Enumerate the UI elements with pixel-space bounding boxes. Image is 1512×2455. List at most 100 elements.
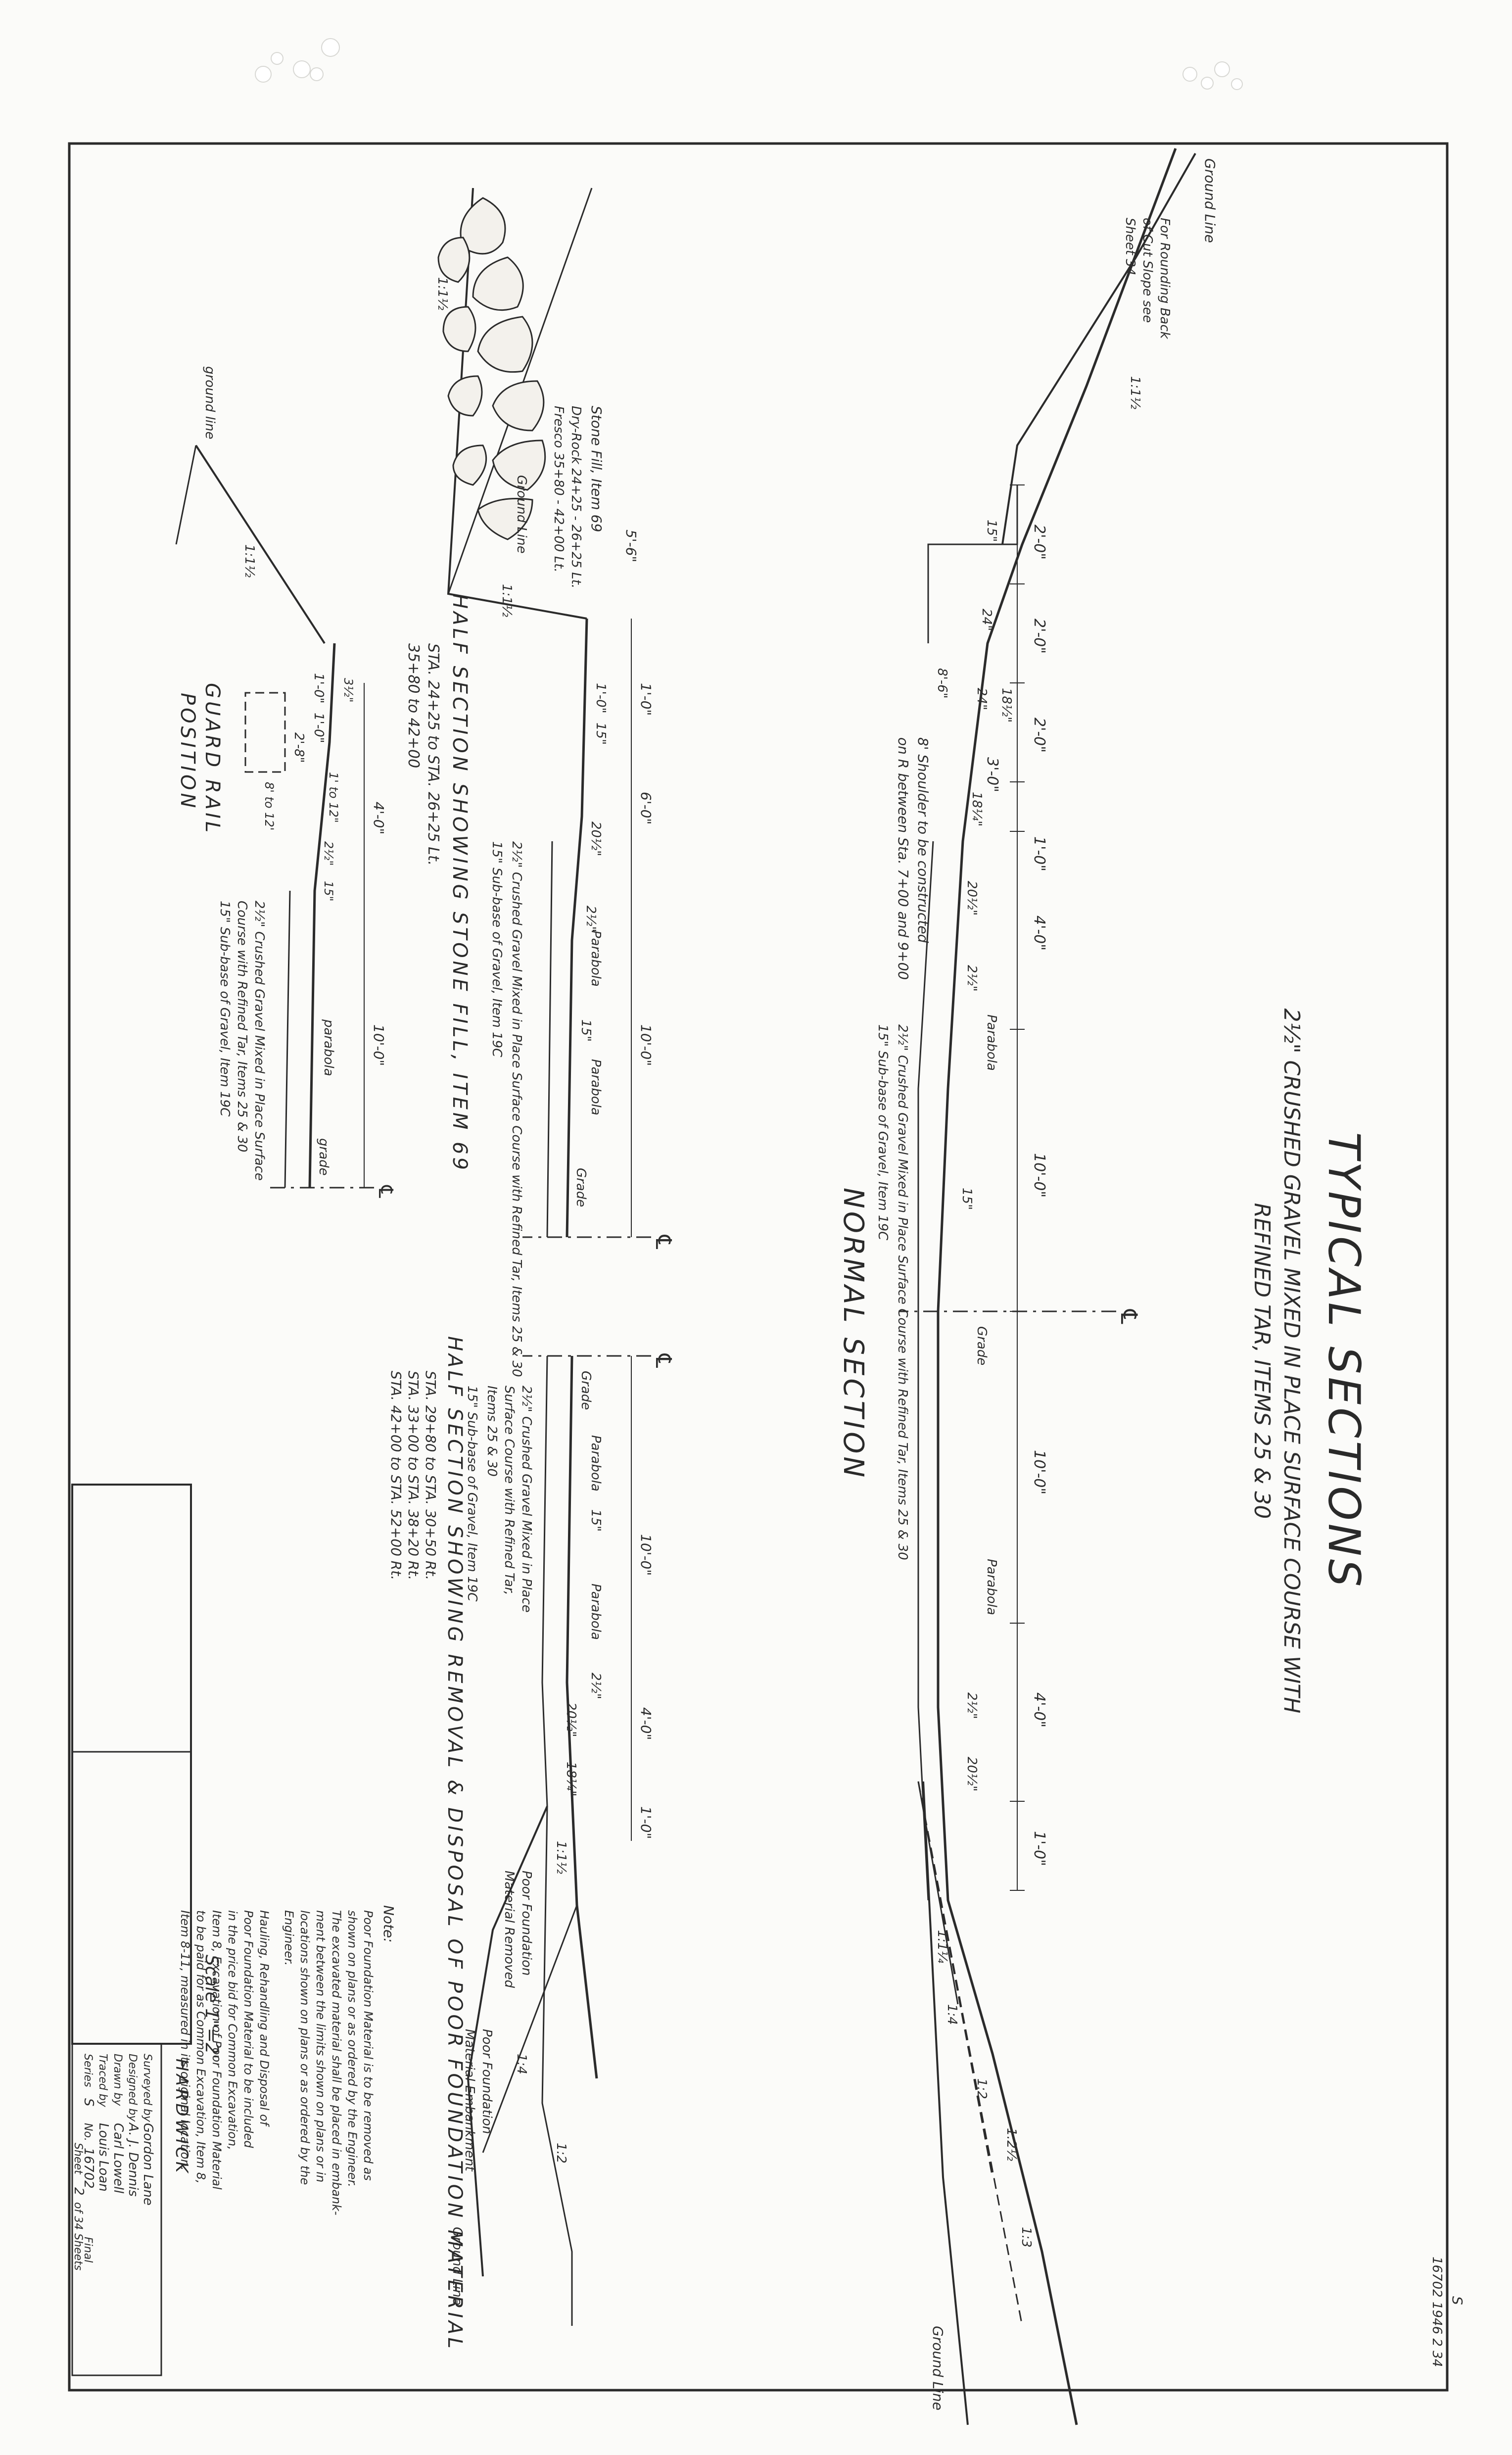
removal-depth-1: 2½"	[588, 1673, 603, 1699]
guardrail-surface-note-1: 2½" Crushed Gravel Mixed in Place Surfac…	[252, 901, 267, 1181]
guardrail-grade: grade	[316, 1138, 331, 1176]
normal-slope-2: 1:2½	[1004, 2128, 1019, 2161]
normal-slope-0: 1:1½	[1128, 376, 1142, 409]
removal-section: 10'-0" 4'-0" 1'-0" 15" 2½" 20½" 18¼" 1:4…	[388, 1336, 676, 2352]
normal-ground-line-left	[1001, 153, 1196, 545]
normal-centerline-symbol: ℄	[1116, 1306, 1142, 1327]
stone-subbase-note: 15" Sub-base of Gravel, Item 19C	[489, 841, 504, 1058]
removal-embankment-2: Material Embankment	[462, 2029, 477, 2171]
guardrail-depth-1: 2½"	[322, 841, 335, 866]
stone-surface-note: 2½" Crushed Gravel Mixed in Place Surfac…	[509, 841, 524, 1377]
stone-sta-2: 35+80 to 42+00	[405, 643, 422, 768]
stone-slope-1: 1:1½	[435, 277, 450, 310]
note-line-10: to be paid for as Common Excavation, Ite…	[194, 1910, 208, 2184]
normal-grade: Grade	[974, 1326, 989, 1365]
guardrail-depth-3: 1' to 12"	[327, 772, 340, 823]
drawing-title: TYPICAL SECTIONS	[1319, 1132, 1370, 1590]
normal-depth-10: 20½"	[964, 1757, 979, 1791]
stone-note-1: Stone Fill, Item 69	[588, 406, 605, 532]
removal-slope-2: 1:1½	[554, 1841, 568, 1874]
stone-fill-section: 5'-6" 1'-0" 6'-0" 10'-0" 1'-0" 15" 2½" 1…	[405, 188, 676, 1377]
rotated-drawing: TYPICAL SECTIONS 2½" CRUSHED GRAVEL MIXE…	[71, 148, 1465, 2425]
normal-dim-9: 1'-0"	[1031, 1831, 1048, 1866]
removal-dim-1: 4'-0"	[638, 1707, 654, 1740]
removal-poor-removed-2: Material Removed	[502, 1871, 517, 1988]
guardrail-label-2: POSITION	[176, 693, 199, 811]
guardrail-dim-2: 2'-8"	[291, 732, 306, 763]
normal-ground-line-right-label: Ground Line	[930, 2326, 946, 2410]
corner-stamp-ref: 16702 1946 2 34	[1429, 2257, 1444, 2367]
removal-slope-0: 1:4	[514, 2054, 529, 2074]
guardrail-dim-1: 1'-0"	[311, 713, 326, 743]
corner-stamp: S 16702 1946 2 34	[1429, 2257, 1465, 2367]
of-sheets: of 34 Sheets	[72, 2202, 84, 2270]
series-value: S	[81, 2098, 96, 2107]
drawn-by-label: Drawn by	[111, 2054, 124, 2106]
removal-depth-2: 20½"	[564, 1702, 578, 1737]
stone-slope-0: 1:1½	[499, 584, 514, 617]
note-line-3: ment between the limits shown on plans o…	[314, 1910, 328, 2182]
normal-dim-0: 2'-0"	[1031, 525, 1048, 560]
stone-subbase-line	[546, 841, 553, 1238]
normal-depth-9: 2½"	[964, 1692, 979, 1719]
stone-depth-4: 20½"	[588, 821, 603, 856]
stone-sta-1: STA. 24+25 to STA. 26+25 Lt.	[425, 643, 442, 866]
guardrail-dim-4: 10'-0"	[371, 1024, 387, 1066]
normal-slope-4: 1:4	[945, 2004, 959, 2025]
stone-parabola-1: Parabola	[588, 1059, 603, 1115]
normal-ground-line-label: Ground Line	[1202, 158, 1218, 243]
guardrail-subbase-note: 15" Sub-base of Gravel, Item 19C	[217, 901, 232, 1117]
guardrail-slope-1: 8' to 12'	[262, 782, 276, 830]
punch-holes	[255, 38, 1243, 90]
general-note: Note: Poor Foundation Material is to be …	[178, 1905, 397, 2215]
removal-ground-line	[467, 1806, 548, 2277]
note-line-4: locations shown on plans or as ordered b…	[298, 1910, 312, 2185]
guardrail-depth-0: 3½"	[341, 678, 355, 703]
sheet-value: 2	[71, 2187, 86, 2196]
stone-dim-0: 5'-6"	[623, 530, 639, 562]
surveyed-by-name: Gordon Lane	[141, 2123, 155, 2206]
normal-depth-5: 8'-6"	[935, 668, 949, 699]
normal-note-top-2: of Cut Slope see	[1140, 218, 1155, 323]
removal-surface-note-1: 2½" Crushed Gravel Mixed in Place	[519, 1386, 534, 1613]
removal-sta-1: STA. 29+80 to STA. 30+50 Rt.	[423, 1371, 439, 1580]
removal-surface-note-2: Surface Course with Refined Tar,	[502, 1386, 517, 1595]
removal-sta-3: STA. 42+00 to STA. 52+00 Rt.	[388, 1371, 404, 1580]
guardrail-depth-2: 15"	[322, 881, 335, 902]
removal-sta-2: STA. 33+00 to STA. 38+20 Rt.	[405, 1371, 422, 1580]
removal-surface-note-3: Items 25 & 30	[484, 1386, 499, 1477]
removal-subbase-note: 15" Sub-base of Gravel, Item 19C	[465, 1386, 479, 1602]
guardrail-centerline-symbol: ℄	[374, 1183, 397, 1201]
normal-section-label: NORMAL SECTION	[837, 1188, 869, 1480]
note-line-11: Item 8-11, measured in its original loca…	[178, 1910, 192, 2170]
normal-depth-0: 15"	[984, 520, 999, 542]
guardrail-subbase-line	[284, 890, 291, 1188]
normal-shoulder-note-1: 8' Shoulder to be constructed	[915, 737, 931, 943]
normal-dim-3: 3'-0"	[984, 757, 1001, 792]
stone-grade: Grade	[573, 1168, 588, 1207]
normal-slope-1: 1:2	[974, 2078, 989, 2099]
removal-embankment-1: Poor Foundation	[479, 2029, 494, 2134]
normal-dim-8: 4'-0"	[1031, 1692, 1048, 1728]
final-label: Final	[82, 2237, 94, 2262]
stone-ground-line-label: Ground Line	[514, 475, 529, 554]
stone-finished-surface	[566, 618, 588, 1238]
normal-depth-8: 15"	[959, 1188, 974, 1210]
note-line-6: Hauling, Rehandling and Disposal of	[257, 1910, 271, 2127]
note-line-5: Engineer.	[282, 1910, 296, 1966]
removal-parabola-0: Parabola	[588, 1435, 603, 1492]
traced-by-name: Louis Loan	[96, 2123, 111, 2192]
note-line-9: Item 8, Excavation of Poor Foundation Ma…	[210, 1910, 224, 2190]
normal-dim-2: 2'-0"	[1031, 718, 1048, 753]
guardrail-dim-3: 4'-0"	[371, 802, 387, 834]
guardrail-fill-slope	[195, 444, 326, 644]
designed-by-name: A. J. Dennis	[126, 2122, 141, 2197]
removal-depth-0: 15"	[588, 1509, 603, 1532]
stone-dim-3: 10'-0"	[638, 1024, 654, 1066]
sheet-label: Sheet	[72, 2143, 84, 2175]
removal-section-label: HALF SECTION SHOWING REMOVAL & DISPOSAL …	[443, 1336, 466, 2352]
guardrail-parabola: parabola	[321, 1019, 336, 1076]
guardrail-label-1: GUARD RAIL	[201, 683, 224, 835]
removal-centerline-symbol: ℄	[651, 1351, 676, 1370]
